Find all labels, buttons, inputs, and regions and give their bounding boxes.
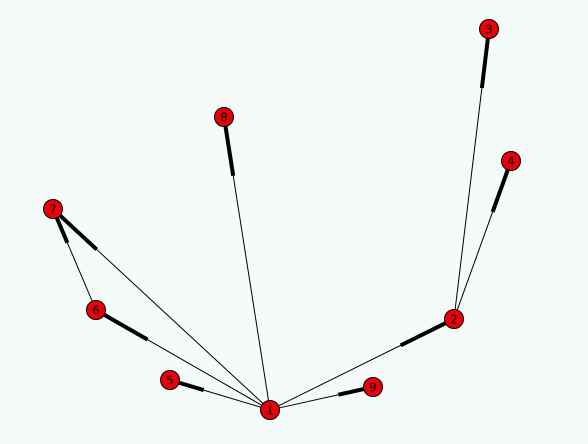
- edge-2-4: [456, 169, 510, 311]
- node-3[interactable]: 3: [479, 19, 499, 39]
- node-5[interactable]: 5: [160, 370, 180, 390]
- edge-line: [203, 389, 262, 408]
- node-label: 6: [92, 304, 100, 318]
- node-1[interactable]: 1: [260, 400, 280, 420]
- edge-2-3: [454, 38, 490, 310]
- edge-line: [147, 339, 263, 406]
- edge-arrow-segment: [178, 380, 205, 393]
- edges-layer: [54, 38, 510, 409]
- edge-1-5: [178, 380, 262, 408]
- node-label: 5: [166, 374, 174, 388]
- node-label: 1: [266, 404, 274, 418]
- node-label: 8: [220, 111, 228, 125]
- edge-arrow-segment: [103, 312, 149, 342]
- edge-arrow-segment: [223, 126, 236, 177]
- node-circle[interactable]: [501, 151, 521, 171]
- edge-line: [454, 88, 483, 310]
- node-circle[interactable]: [43, 199, 63, 219]
- edge-line: [278, 344, 401, 407]
- edge-arrow-segment: [54, 216, 70, 244]
- edge-arrow-segment: [337, 387, 365, 397]
- edge-arrow-segment: [490, 169, 510, 213]
- node-2[interactable]: 2: [444, 309, 464, 329]
- node-circle[interactable]: [214, 107, 234, 127]
- node-circle[interactable]: [479, 19, 499, 39]
- edge-arrow-segment: [58, 213, 99, 251]
- edge-line: [96, 249, 264, 404]
- edge-line: [456, 211, 494, 311]
- node-9[interactable]: 9: [363, 377, 383, 397]
- node-circle[interactable]: [260, 400, 280, 420]
- nodes-layer: 1 2 3 4 5 6 7 8 9: [43, 19, 521, 420]
- node-label: 9: [369, 381, 377, 395]
- node-circle[interactable]: [363, 377, 383, 397]
- edge-1-6: [103, 312, 263, 406]
- edge-arrow-segment: [399, 321, 447, 348]
- node-6[interactable]: 6: [86, 300, 106, 320]
- node-label: 2: [450, 313, 458, 327]
- node-circle[interactable]: [160, 370, 180, 390]
- edge-6-7: [54, 216, 93, 302]
- edge-line: [66, 242, 93, 302]
- edge-1-8: [223, 126, 270, 401]
- node-circle[interactable]: [444, 309, 464, 329]
- edge-line: [279, 394, 339, 409]
- edge-arrow-segment: [479, 38, 490, 89]
- edge-1-2: [278, 321, 447, 407]
- edge-1-9: [279, 387, 365, 409]
- node-label: 3: [485, 23, 493, 37]
- node-label: 4: [507, 155, 515, 169]
- edge-line: [232, 175, 270, 401]
- node-4[interactable]: 4: [501, 151, 521, 171]
- node-8[interactable]: 8: [214, 107, 234, 127]
- node-7[interactable]: 7: [43, 199, 63, 219]
- edge-1-7: [58, 213, 264, 404]
- node-label: 7: [49, 203, 57, 217]
- node-circle[interactable]: [86, 300, 106, 320]
